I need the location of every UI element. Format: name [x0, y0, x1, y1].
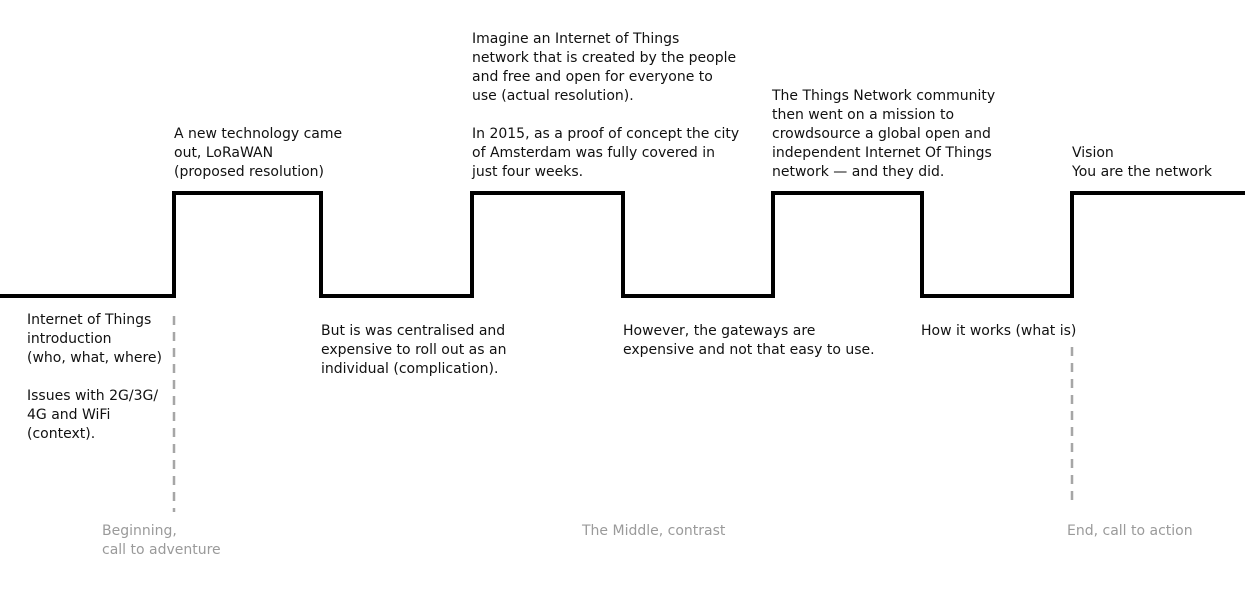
centralised-note: But is was centralised and expensive to … — [321, 323, 507, 377]
phase-middle-label: The Middle, contrast — [582, 523, 726, 539]
story-wave-line — [0, 191, 1245, 298]
intro-note: Internet of Things introduction (who, wh… — [27, 312, 163, 442]
gateways-note: However, the gateways are expensive and … — [623, 323, 875, 358]
phase-beginning-label: Beginning, call to adventure — [102, 523, 221, 558]
how-it-works-note: How it works (what is) — [921, 323, 1077, 339]
phase-end-label: End, call to action — [1067, 523, 1193, 539]
imagine-note: Imagine an Internet of Things network th… — [472, 31, 740, 180]
community-note: The Things Network community then went o… — [772, 88, 996, 180]
vision-note: Vision You are the network — [1072, 145, 1212, 180]
lorawan-note: A new technology came out, LoRaWAN (prop… — [174, 126, 343, 180]
